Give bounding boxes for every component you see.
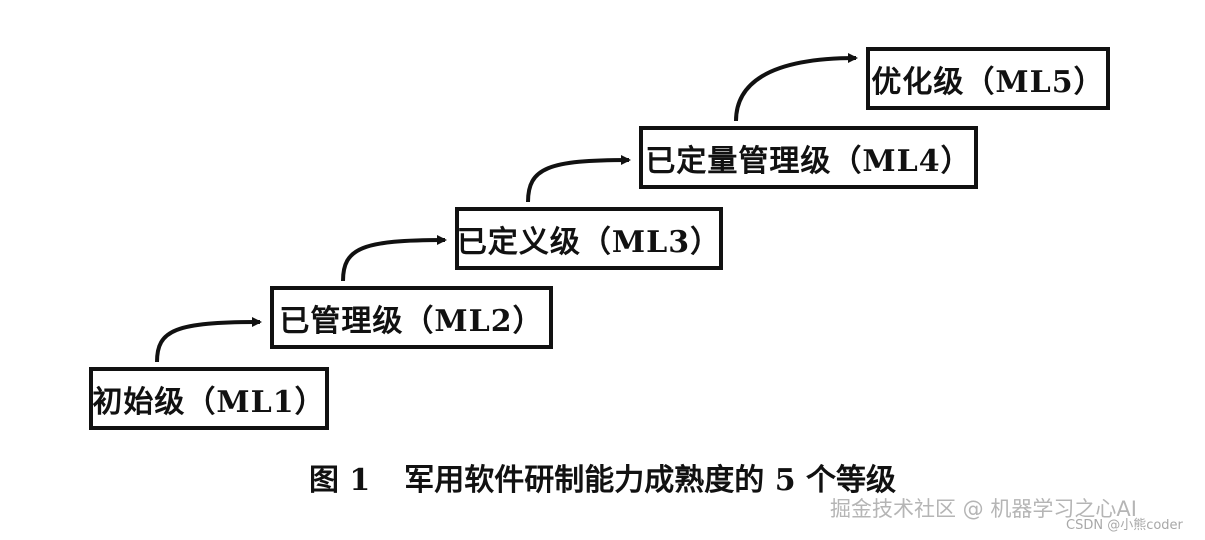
arrow-ml2-to-ml3 [341,235,447,282]
figure-number: 图 1 [308,463,371,498]
level-box-ml4: 已定量管理级（ML4） [639,126,978,189]
watermark-juejin: 掘金技术社区 @ 机器学习之心AI [830,497,1137,521]
level-label-ml3: 已定义级（ML3） [456,224,722,260]
level-label-ml5: 优化级（ML5） [871,64,1105,100]
arrow-ml4-to-ml5 [734,53,858,122]
level-box-ml3: 已定义级（ML3） [455,207,723,270]
level-box-ml2: 已管理级（ML2） [270,286,553,349]
level-label-ml2: 已管理级（ML2） [279,303,544,339]
watermark-csdn: CSDN @小熊coder [1066,518,1183,533]
arrow-ml1-to-ml2 [155,317,262,363]
arrow-ml3-to-ml4 [526,155,631,203]
level-label-ml4: 已定量管理级（ML4） [645,143,972,179]
figure-caption-text: 军用软件研制能力成熟度的 5 个等级 [404,463,897,498]
level-label-ml1: 初始级（ML1） [92,384,326,420]
level-box-ml5: 优化级（ML5） [866,47,1110,110]
figure-caption: 图 1 军用软件研制能力成熟度的 5 个等级 [0,455,1205,499]
level-box-ml1: 初始级（ML1） [89,367,329,430]
